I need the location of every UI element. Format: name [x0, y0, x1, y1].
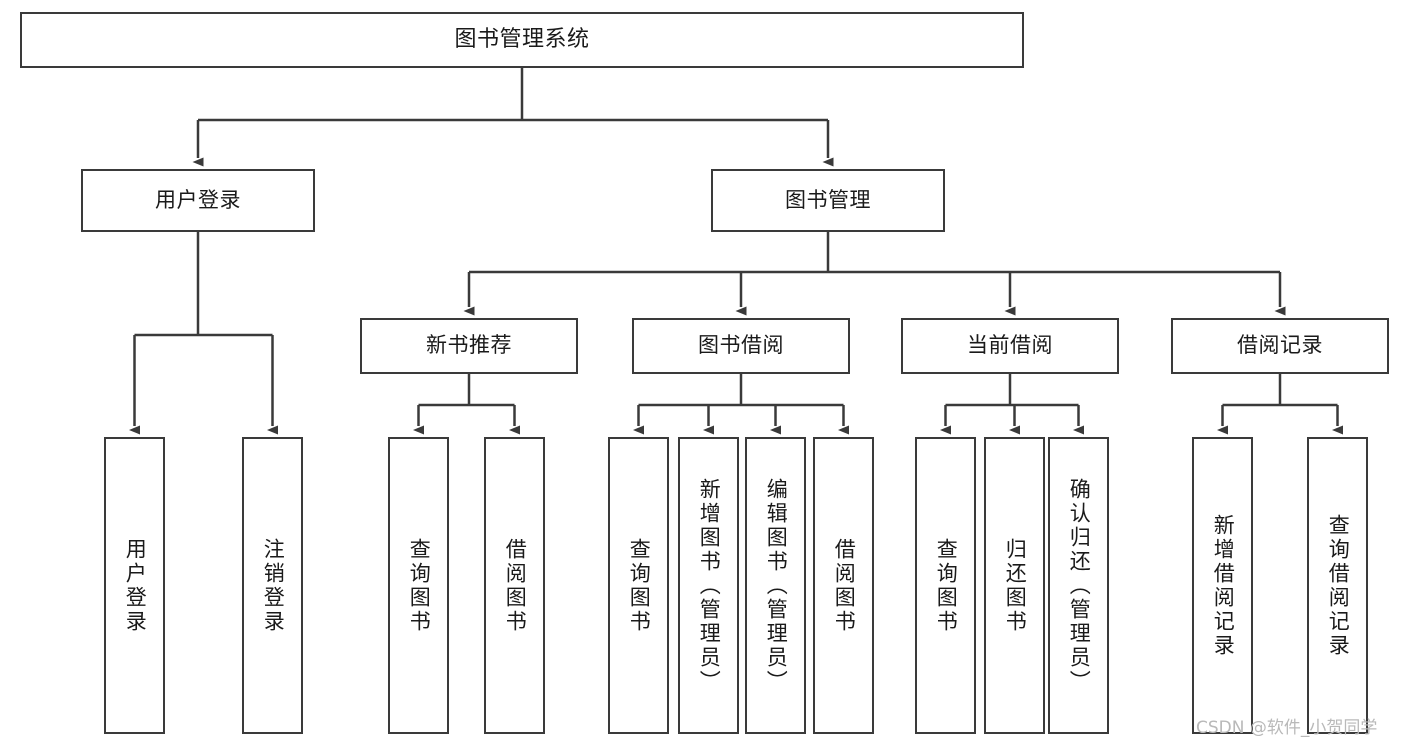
node-leaf4[interactable]: 借阅图书 — [484, 437, 545, 734]
edge-group — [129, 68, 1343, 435]
node-label: 查询图书 — [934, 537, 959, 634]
node-label: 注销登录 — [261, 537, 286, 634]
node-leaf7[interactable]: 编辑图书（管理员） — [745, 437, 806, 734]
node-leaf8[interactable]: 借阅图书 — [813, 437, 874, 734]
node-label: 新书推荐 — [426, 333, 512, 358]
node-leaf6[interactable]: 新增图书（管理员） — [678, 437, 739, 734]
csdn-watermark: CSDN @软件_小贺同学 — [1196, 718, 1378, 738]
node-leaf11[interactable]: 确认归还（管理员） — [1048, 437, 1109, 734]
node-current[interactable]: 当前借阅 — [901, 318, 1119, 374]
node-leaf13[interactable]: 查询借阅记录 — [1307, 437, 1368, 734]
node-label: 用户登录 — [155, 187, 241, 212]
node-leaf1[interactable]: 用户登录 — [104, 437, 165, 734]
node-label: 图书管理系统 — [454, 26, 590, 52]
node-label: 用户登录 — [123, 537, 148, 634]
node-label: 图书管理 — [785, 187, 871, 212]
node-label: 借阅图书 — [832, 537, 857, 634]
node-label: 查询图书 — [627, 537, 652, 634]
node-leaf10[interactable]: 归还图书 — [984, 437, 1045, 734]
node-label: 图书借阅 — [698, 333, 784, 358]
node-root[interactable]: 图书管理系统 — [20, 12, 1024, 68]
node-records[interactable]: 借阅记录 — [1171, 318, 1389, 374]
node-label: 归还图书 — [1003, 537, 1028, 634]
node-leaf3[interactable]: 查询图书 — [388, 437, 449, 734]
node-borrow[interactable]: 图书借阅 — [632, 318, 850, 374]
node-login[interactable]: 用户登录 — [81, 169, 315, 232]
node-label: 当前借阅 — [967, 333, 1053, 358]
node-newbook[interactable]: 新书推荐 — [360, 318, 578, 374]
node-label: 新增借阅记录 — [1211, 513, 1236, 658]
node-label: 借阅记录 — [1237, 333, 1323, 358]
node-leaf2[interactable]: 注销登录 — [242, 437, 303, 734]
node-leaf9[interactable]: 查询图书 — [915, 437, 976, 734]
node-label: 确认归还（管理员） — [1067, 477, 1092, 694]
node-label: 查询借阅记录 — [1326, 513, 1351, 658]
node-bookmgmt[interactable]: 图书管理 — [711, 169, 945, 232]
node-leaf5[interactable]: 查询图书 — [608, 437, 669, 734]
node-label: 查询图书 — [407, 537, 432, 634]
node-label: 编辑图书（管理员） — [764, 477, 789, 694]
node-label: 借阅图书 — [503, 537, 528, 634]
node-label: 新增图书（管理员） — [697, 477, 722, 694]
node-leaf12[interactable]: 新增借阅记录 — [1192, 437, 1253, 734]
